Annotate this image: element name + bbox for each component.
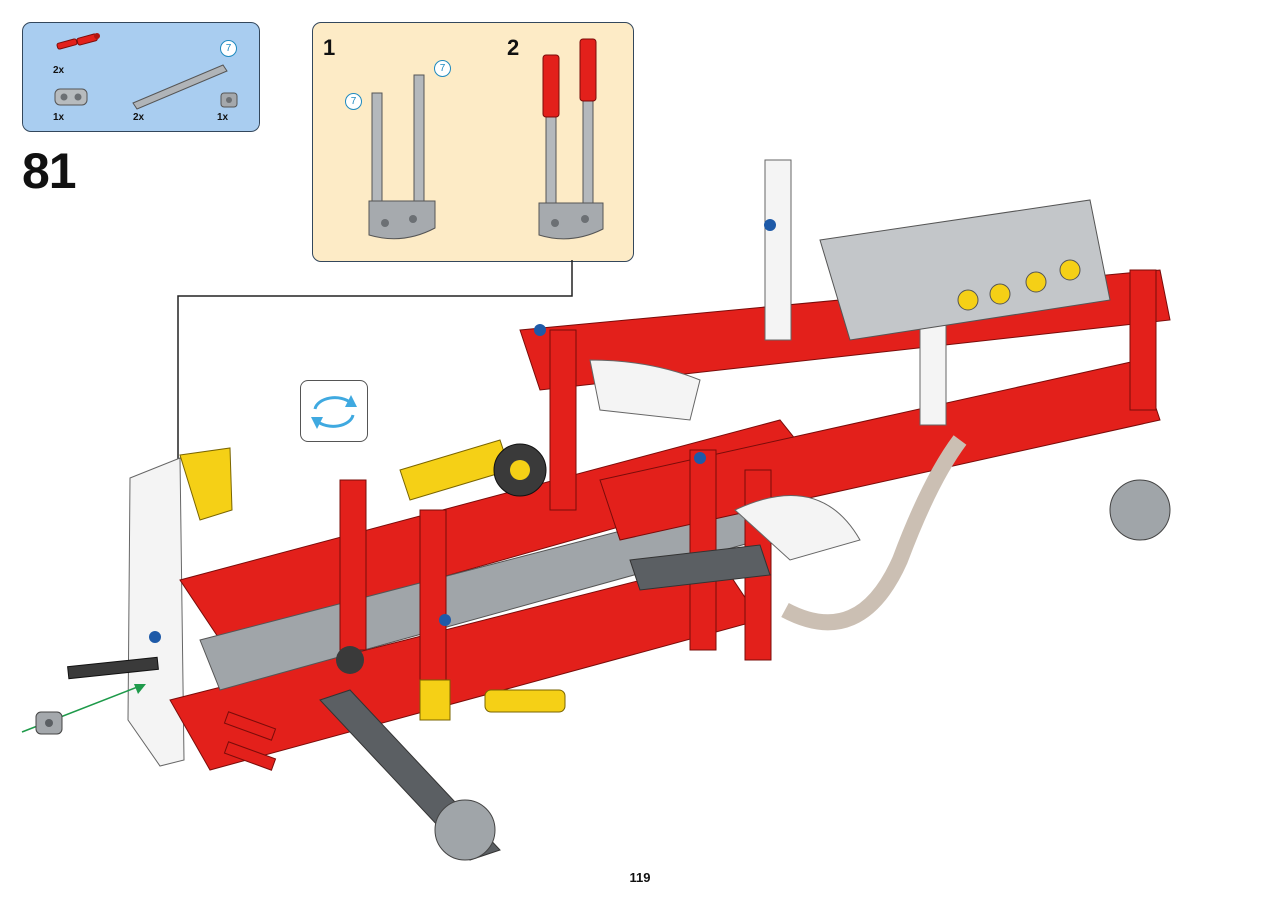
- sub-step-2-assembly: [538, 38, 604, 240]
- placement-arrowhead: [134, 684, 146, 694]
- gray-axle-qty: 2x: [133, 112, 145, 123]
- sub-step-1-length-badge-right: 7: [434, 60, 451, 77]
- parts-list-callout: 2x 1x 2x 1x 7: [22, 22, 260, 132]
- parts-list-drawings: [54, 33, 238, 110]
- red-axle-pin-part: [56, 33, 100, 50]
- rotate-model-icon: [300, 380, 368, 442]
- step-number: 81: [22, 143, 77, 199]
- gray-bush-qty: 1x: [217, 112, 229, 123]
- gray-connector-qty: 1x: [53, 112, 65, 123]
- gray-connector-part: [54, 88, 88, 106]
- sub-step-1-assembly: [368, 74, 436, 240]
- sub-step-1-length-badge-left: 7: [345, 93, 362, 110]
- page-number: 119: [629, 870, 651, 885]
- sub-step-1-number: 1: [323, 35, 336, 60]
- sub-step-2-number: 2: [507, 35, 520, 60]
- gray-bush-part: [220, 92, 238, 108]
- sub-assembly-drawings: [368, 38, 604, 240]
- rotate-arrows-icon: [311, 395, 357, 429]
- gray-axle-part: [132, 64, 228, 110]
- chassis-assembly: [67, 159, 1171, 861]
- sub-assembly-callout: 1 2 7 7: [312, 22, 634, 262]
- axle-length-badge: 7: [220, 40, 237, 57]
- loose-bush-part: [35, 711, 63, 735]
- red-axle-pin-qty: 2x: [53, 65, 65, 76]
